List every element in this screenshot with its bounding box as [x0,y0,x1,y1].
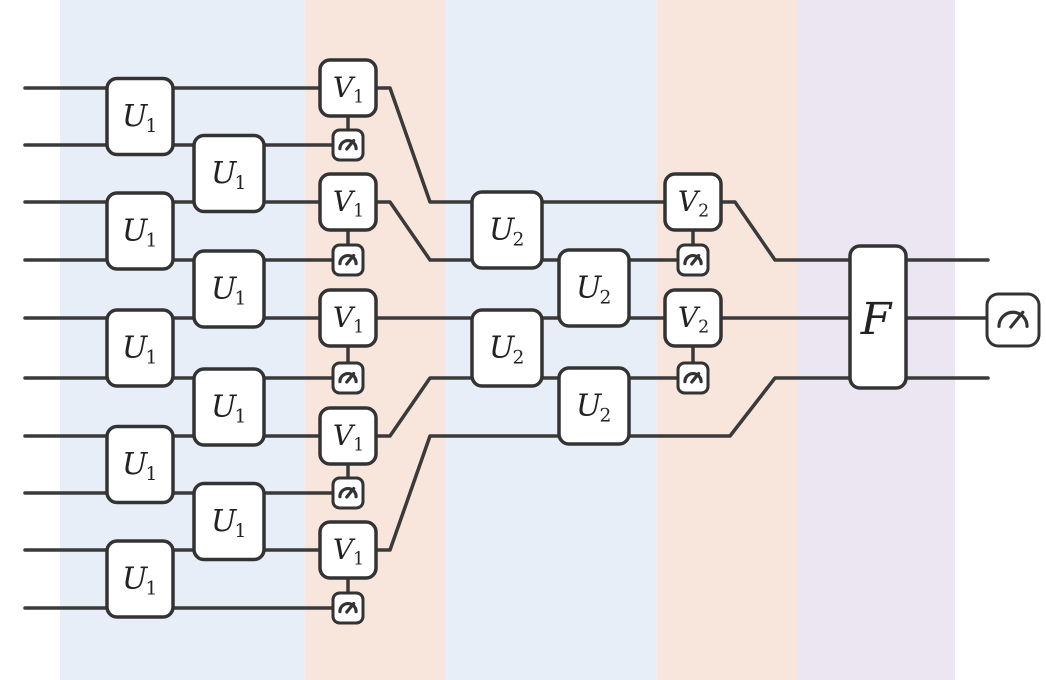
gate-v1-5-letter: V [333,533,356,566]
meter-icon-v1-1-needle [345,138,356,151]
meter-icon-v1-5 [331,591,365,625]
gate-v1-2 [318,172,378,232]
meter-icon-v2-2-dial [683,372,703,384]
meter-icon-v1-4-dial [338,487,358,499]
gate-u1-b4-letter: U [211,504,238,539]
meter-icon-v2-2-needle [690,371,701,384]
gate-u1-b1-letter: U [211,156,238,191]
gate-v1-2-letter: V [333,185,356,218]
meter-icon-v1-1-dial [338,139,358,151]
meter-icon-final-dial [997,310,1029,328]
gate-v1-4-subscript: 1 [353,436,364,456]
gate-u1-a2-subscript: 1 [145,231,157,252]
gate-u2-3 [557,248,631,328]
gate-u2-2-subscript: 2 [512,348,524,369]
gate-u1-a1-subscript: 1 [145,116,157,137]
meter-icon-v1-5-dial [338,602,358,614]
gate-u1-a4 [105,424,175,505]
gate-v1-3-letter: V [333,301,356,334]
meter-icon-v2-2 [676,361,710,395]
gate-v1-1-subscript: 1 [353,88,364,108]
meter-icon-v1-3 [331,361,365,395]
gate-v2-2-letter: V [678,301,701,334]
gate-u1-b2 [192,249,266,329]
gate-v1-1 [318,58,378,118]
gate-u1-a4-letter: U [122,447,149,482]
gate-u2-1 [470,190,544,270]
gate-f-label: F [860,294,893,345]
gate-u1-a4-subscript: 1 [145,464,157,485]
gate-u2-4-letter: U [576,389,603,424]
meter-icon-v1-2-dial [338,254,358,266]
gate-u1-a5 [105,539,175,619]
meter-icon-v1-3-dial [338,372,358,384]
gate-u2-4-subscript: 2 [599,406,611,427]
gate-u1-b3 [192,367,266,447]
gate-v1-2-subscript: 1 [353,202,364,222]
meter-icon-v1-2 [331,243,365,277]
gate-u1-b3-subscript: 1 [234,407,246,428]
meter-icon-v1-1 [331,128,365,162]
band-blue-1 [60,0,305,680]
gate-u2-3-subscript: 2 [599,288,611,309]
gate-u2-2 [470,308,544,388]
gate-u1-b2-letter: U [211,272,238,307]
gate-v2-2 [663,288,723,348]
meter-icon-v2-1 [676,243,710,277]
gate-u1-a1-letter: U [122,99,149,134]
gate-u2-3-letter: U [576,271,603,306]
meter-icon-v2-1-needle [690,253,701,266]
gate-v2-2-subscript: 2 [698,318,709,338]
gate-v2-1-subscript: 2 [698,202,709,222]
gate-u1-a1 [105,76,175,157]
meter-icon-v1-4-needle [345,486,356,499]
gate-v1-1-letter: V [333,71,356,104]
gate-u1-a5-subscript: 1 [145,579,157,600]
gate-u2-4 [557,366,631,446]
meter-icon-v1-3-needle [345,371,356,384]
gate-v1-4-letter: V [333,419,356,452]
gate-v1-3 [318,288,378,348]
gate-u1-b2-subscript: 1 [234,289,246,310]
gate-u1-b1-subscript: 1 [234,173,246,194]
gate-u1-a3 [105,308,175,388]
gate-v1-3-subscript: 1 [353,318,364,338]
gate-u1-b3-letter: U [211,390,238,425]
gate-u1-b4-subscript: 1 [234,521,246,542]
gate-u1-a5-letter: U [122,562,149,597]
gate-v2-1 [663,172,723,232]
gate-v1-5-subscript: 1 [353,550,364,570]
gate-u1-a3-subscript: 1 [145,348,157,369]
meter-icon-v1-4 [331,476,365,510]
meter-icon-v1-2-needle [345,253,356,266]
meter-icon-final [985,292,1041,348]
meter-icon-v1-5-needle [345,601,356,614]
gate-u1-a3-letter: U [122,331,149,366]
gate-u1-a2-letter: U [122,214,149,249]
meter-icon-v2-1-dial [683,254,703,266]
gate-u1-b1 [192,133,266,214]
gate-u2-1-letter: U [489,213,516,248]
gate-f [848,244,908,390]
gate-u2-2-letter: U [489,331,516,366]
meter-icon-final-needle [1009,310,1025,329]
gate-v1-5 [318,520,378,580]
gate-u1-a2 [105,191,175,271]
gate-v1-4 [318,406,378,466]
gate-u1-b4 [192,481,266,562]
gate-u2-1-subscript: 2 [512,230,524,251]
gate-v2-1-letter: V [678,185,701,218]
